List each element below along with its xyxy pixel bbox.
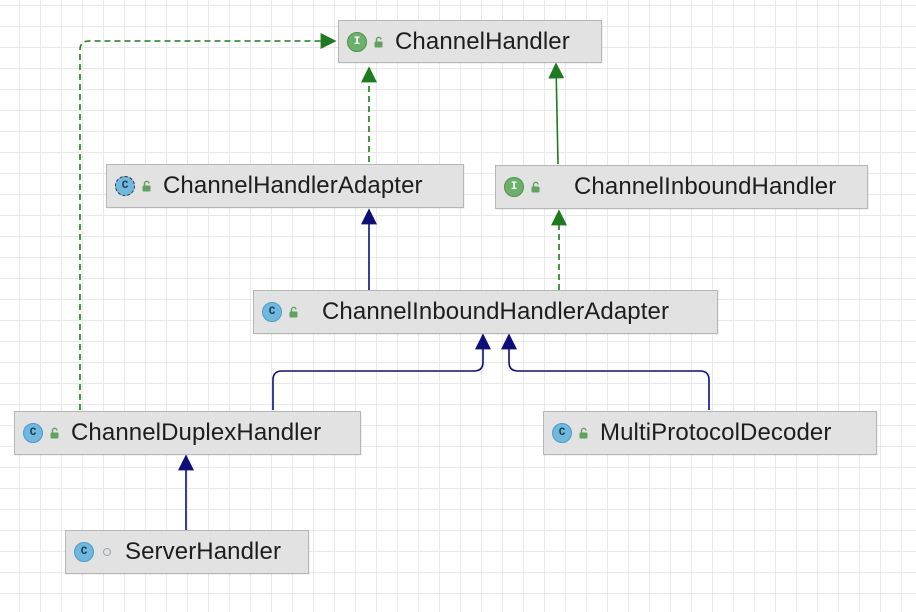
node-multi-protocol-decoder[interactable]: C MultiProtocolDecoder <box>543 411 877 455</box>
class-icon: C <box>74 542 94 562</box>
public-lock-icon <box>50 427 59 439</box>
node-label: ChannelInboundHandlerAdapter <box>322 298 670 325</box>
public-lock-icon <box>142 180 151 192</box>
node-label: MultiProtocolDecoder <box>600 419 832 446</box>
public-lock-icon <box>289 306 298 318</box>
public-lock-icon <box>374 36 383 47</box>
edge-decoder-extends-inbound-adapter <box>501 333 710 410</box>
class-icon: C <box>552 423 572 443</box>
abstract-class-icon: C <box>115 176 135 196</box>
package-private-icon <box>103 548 111 556</box>
public-lock-icon <box>579 427 588 439</box>
node-label: ServerHandler <box>125 538 282 565</box>
node-label: ChannelHandler <box>395 27 570 55</box>
interface-icon: I <box>504 177 524 197</box>
node-server-handler[interactable]: C ServerHandler <box>65 530 309 574</box>
edge-duplex-extends-inbound-adapter <box>272 333 491 410</box>
node-channel-inbound-handler-adapter[interactable]: C ChannelInboundHandlerAdapter <box>253 290 718 334</box>
interface-icon: I <box>347 31 367 52</box>
class-icon: C <box>262 302 282 322</box>
node-channel-duplex-handler[interactable]: C ChannelDuplexHandler <box>14 411 361 455</box>
edge-inbound-extends-handler <box>548 62 565 165</box>
node-label: ChannelInboundHandler <box>574 173 837 200</box>
class-icon: C <box>23 423 43 443</box>
node-channel-handler-adapter[interactable]: C ChannelHandlerAdapter <box>106 164 464 208</box>
public-lock-icon <box>531 181 540 193</box>
node-label: ChannelHandlerAdapter <box>163 172 423 199</box>
node-channel-inbound-handler[interactable]: I ChannelInboundHandler <box>495 165 868 209</box>
edge-duplex-implements-handler <box>79 33 337 410</box>
node-label: ChannelDuplexHandler <box>71 419 322 446</box>
node-channel-handler[interactable]: I ChannelHandler <box>338 20 602 63</box>
